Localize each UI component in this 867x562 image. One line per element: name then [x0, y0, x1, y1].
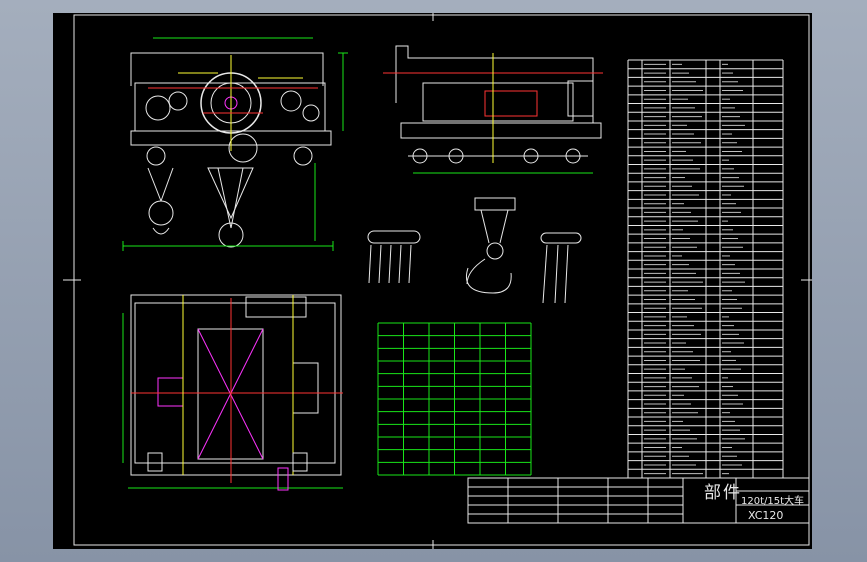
front-elevation-view: [122, 37, 348, 251]
cad-drawing-sheet[interactable]: 部件 120t/15t大车 XC120: [53, 13, 812, 549]
title-spec-label: 120t/15t大车: [741, 496, 805, 507]
plan-view: [122, 294, 343, 491]
rope-reeving-details: [367, 197, 582, 304]
title-block: [467, 477, 810, 524]
side-elevation-view: [383, 45, 603, 174]
title-drawing-code: XC120: [748, 509, 784, 522]
cad-canvas[interactable]: [53, 13, 812, 549]
parts-list-table: [627, 59, 784, 479]
technical-parameter-table: [377, 322, 532, 476]
title-part-label: 部件: [704, 483, 742, 503]
